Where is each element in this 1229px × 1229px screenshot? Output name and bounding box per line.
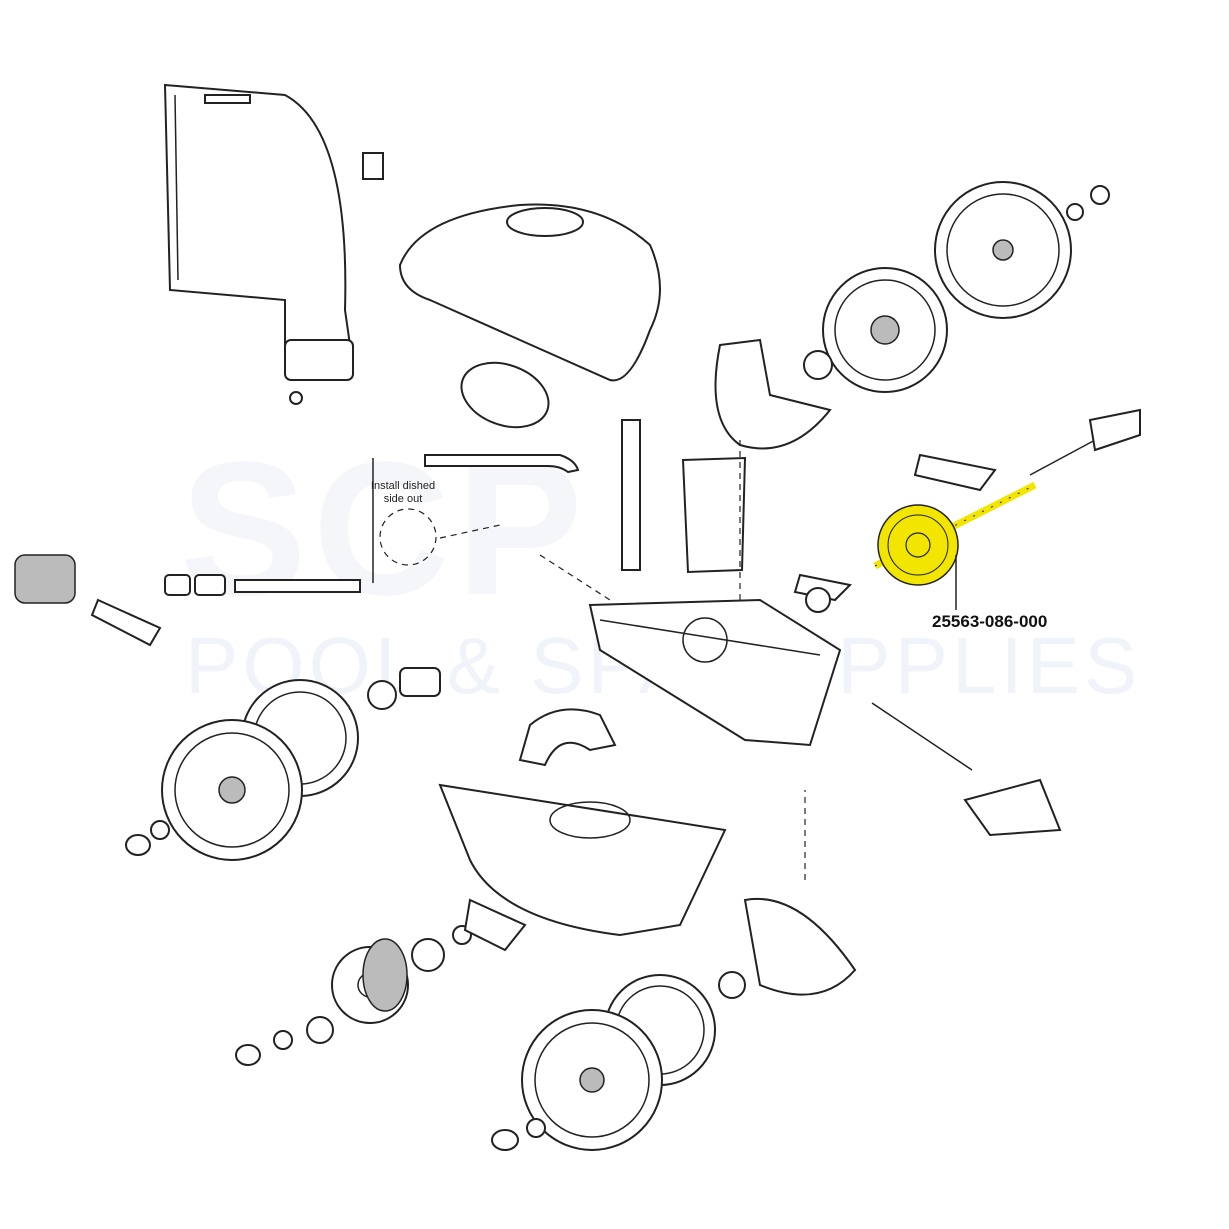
- front-axle: [871, 702, 973, 771]
- gear-assembly-lower-left: [235, 898, 527, 1066]
- axle-bracket: [963, 778, 1062, 837]
- wheel-bottom: [491, 971, 746, 1151]
- mast: [621, 419, 641, 571]
- side-bracket-lower: [743, 897, 857, 996]
- clip: [362, 152, 384, 180]
- part-number-label: 25563-086-000: [932, 612, 1048, 631]
- swivel: [518, 708, 617, 767]
- lower-tray: [438, 783, 727, 937]
- throat-tube: [681, 456, 747, 574]
- highlighted-gear-shaft: [873, 481, 1037, 610]
- plate: [913, 453, 997, 492]
- filter-bag: [163, 83, 354, 405]
- nozzle: [90, 598, 162, 647]
- float: [460, 361, 550, 429]
- main-body: [588, 598, 842, 747]
- wheel-top-right: [803, 181, 1110, 393]
- hose-fittings: [164, 454, 580, 596]
- install-note: Install dished side out: [370, 480, 436, 505]
- top-cover: [398, 203, 661, 382]
- side-bracket: [714, 338, 832, 450]
- wheel-left: [125, 667, 441, 861]
- sponge: [14, 554, 76, 604]
